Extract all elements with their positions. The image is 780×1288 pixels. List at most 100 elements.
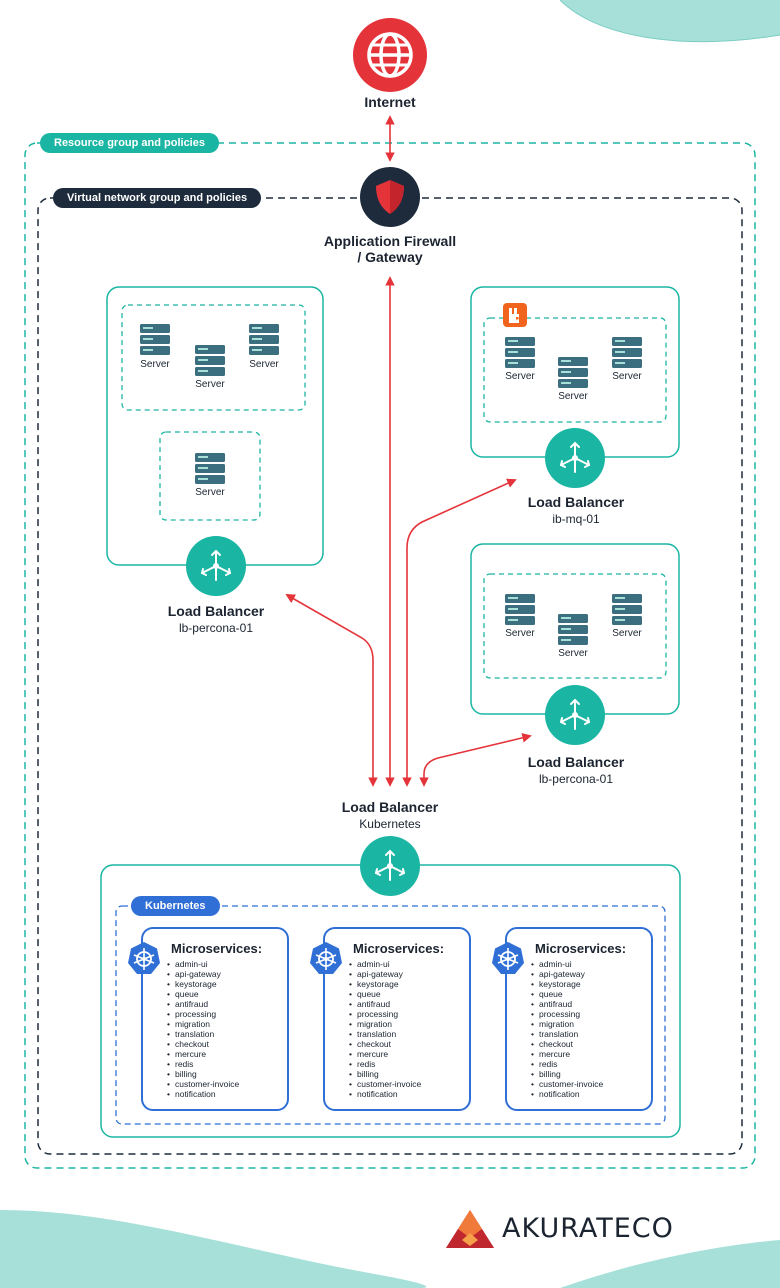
server-icon bbox=[194, 452, 226, 491]
server-icon bbox=[557, 613, 589, 652]
list-item: translation bbox=[349, 1029, 421, 1039]
rabbitmq-icon bbox=[503, 303, 527, 327]
list-item: billing bbox=[349, 1069, 421, 1079]
server-label: Server bbox=[558, 391, 588, 402]
list-item: customer-invoice bbox=[531, 1079, 603, 1089]
list-item: redis bbox=[167, 1059, 239, 1069]
list-item: checkout bbox=[167, 1039, 239, 1049]
list-item: antifraud bbox=[167, 999, 239, 1009]
server-icon bbox=[139, 323, 171, 362]
microservices-title: Microservices: bbox=[171, 941, 263, 956]
firewall-title-line2: / Gateway bbox=[357, 249, 423, 265]
kubernetes-icon bbox=[128, 942, 160, 974]
server-label: Server bbox=[195, 379, 225, 390]
kubernetes-group-label: Kubernetes bbox=[131, 896, 220, 916]
lb-k8s-title: Load Balancer bbox=[341, 799, 439, 815]
list-item: queue bbox=[167, 989, 239, 999]
server-label: Server bbox=[558, 648, 588, 659]
server-label: Server bbox=[505, 628, 535, 639]
lb-right-title: Load Balancer bbox=[527, 754, 625, 770]
lb-mq-title: Load Balancer bbox=[527, 494, 625, 510]
microservices-box-2: Microservices: admin-ui api-gateway keys… bbox=[310, 927, 471, 1111]
list-item: billing bbox=[531, 1069, 603, 1079]
kubernetes-icon bbox=[492, 942, 524, 974]
server-icon bbox=[504, 593, 536, 632]
list-item: keystorage bbox=[349, 979, 421, 989]
kubernetes-icon bbox=[310, 942, 342, 974]
server-label: Server bbox=[195, 487, 225, 498]
list-item: keystorage bbox=[167, 979, 239, 989]
list-item: keystorage bbox=[531, 979, 603, 989]
microservices-title: Microservices: bbox=[535, 941, 627, 956]
list-item: notification bbox=[349, 1089, 421, 1099]
load-balancer-icon bbox=[360, 836, 420, 896]
server-icon bbox=[557, 356, 589, 395]
list-item: queue bbox=[349, 989, 421, 999]
list-item: processing bbox=[349, 1009, 421, 1019]
load-balancer-icon bbox=[545, 685, 605, 745]
server-label: Server bbox=[140, 359, 170, 370]
server-icon bbox=[504, 336, 536, 375]
microservices-box-3: Microservices: admin-ui api-gateway keys… bbox=[492, 927, 653, 1111]
shield-icon bbox=[360, 167, 420, 227]
list-item: mercure bbox=[531, 1049, 603, 1059]
list-item: antifraud bbox=[531, 999, 603, 1009]
server-icon bbox=[248, 323, 280, 362]
list-item: processing bbox=[167, 1009, 239, 1019]
list-item: api-gateway bbox=[531, 969, 603, 979]
microservices-list: admin-ui api-gateway keystorage queue an… bbox=[531, 959, 603, 1099]
server-icon bbox=[194, 344, 226, 383]
load-balancer-icon bbox=[545, 428, 605, 488]
lb-mq-name: ib-mq-01 bbox=[552, 512, 600, 526]
virtual-network-label: Virtual network group and policies bbox=[53, 188, 262, 208]
server-icon bbox=[611, 593, 643, 632]
list-item: mercure bbox=[167, 1049, 239, 1059]
arrow-lb-left bbox=[285, 594, 378, 787]
lb-left-title: Load Balancer bbox=[167, 603, 265, 619]
lb-k8s-name: Kubernetes bbox=[359, 817, 421, 831]
globe-icon bbox=[353, 18, 427, 92]
list-item: migration bbox=[349, 1019, 421, 1029]
list-item: mercure bbox=[349, 1049, 421, 1059]
list-item: redis bbox=[349, 1059, 421, 1069]
list-item: migration bbox=[531, 1019, 603, 1029]
list-item: admin-ui bbox=[349, 959, 421, 969]
server-label: Server bbox=[249, 359, 279, 370]
lb-left-name: lb-percona-01 bbox=[178, 621, 254, 635]
list-item: redis bbox=[531, 1059, 603, 1069]
list-item: admin-ui bbox=[167, 959, 239, 969]
firewall-title-line1: Application Firewall bbox=[323, 233, 457, 249]
list-item: migration bbox=[167, 1019, 239, 1029]
list-item: api-gateway bbox=[349, 969, 421, 979]
arrow-lb-right bbox=[419, 733, 532, 787]
akurateco-logo-icon bbox=[446, 1210, 494, 1248]
list-item: checkout bbox=[349, 1039, 421, 1049]
list-item: translation bbox=[167, 1029, 239, 1039]
microservices-list: admin-ui api-gateway keystorage queue an… bbox=[167, 959, 239, 1099]
list-item: customer-invoice bbox=[167, 1079, 239, 1089]
list-item: billing bbox=[167, 1069, 239, 1079]
list-item: customer-invoice bbox=[349, 1079, 421, 1089]
internet-label: Internet bbox=[364, 94, 416, 110]
microservices-box-1: Microservices: admin-ui api-gateway keys… bbox=[128, 927, 289, 1111]
microservices-title: Microservices: bbox=[353, 941, 445, 956]
arrow-lb-mq bbox=[402, 478, 517, 787]
list-item: checkout bbox=[531, 1039, 603, 1049]
server-label: Server bbox=[612, 628, 642, 639]
server-label: Server bbox=[505, 371, 535, 382]
brand-name: AKURATECO bbox=[502, 1213, 674, 1244]
list-item: notification bbox=[531, 1089, 603, 1099]
resource-group-label: Resource group and policies bbox=[40, 133, 219, 153]
list-item: admin-ui bbox=[531, 959, 603, 969]
list-item: queue bbox=[531, 989, 603, 999]
lb-right-name: lb-percona-01 bbox=[538, 772, 614, 786]
server-label: Server bbox=[612, 371, 642, 382]
list-item: translation bbox=[531, 1029, 603, 1039]
microservices-list: admin-ui api-gateway keystorage queue an… bbox=[349, 959, 421, 1099]
list-item: antifraud bbox=[349, 999, 421, 1009]
list-item: api-gateway bbox=[167, 969, 239, 979]
list-item: processing bbox=[531, 1009, 603, 1019]
load-balancer-icon bbox=[186, 536, 246, 596]
list-item: notification bbox=[167, 1089, 239, 1099]
